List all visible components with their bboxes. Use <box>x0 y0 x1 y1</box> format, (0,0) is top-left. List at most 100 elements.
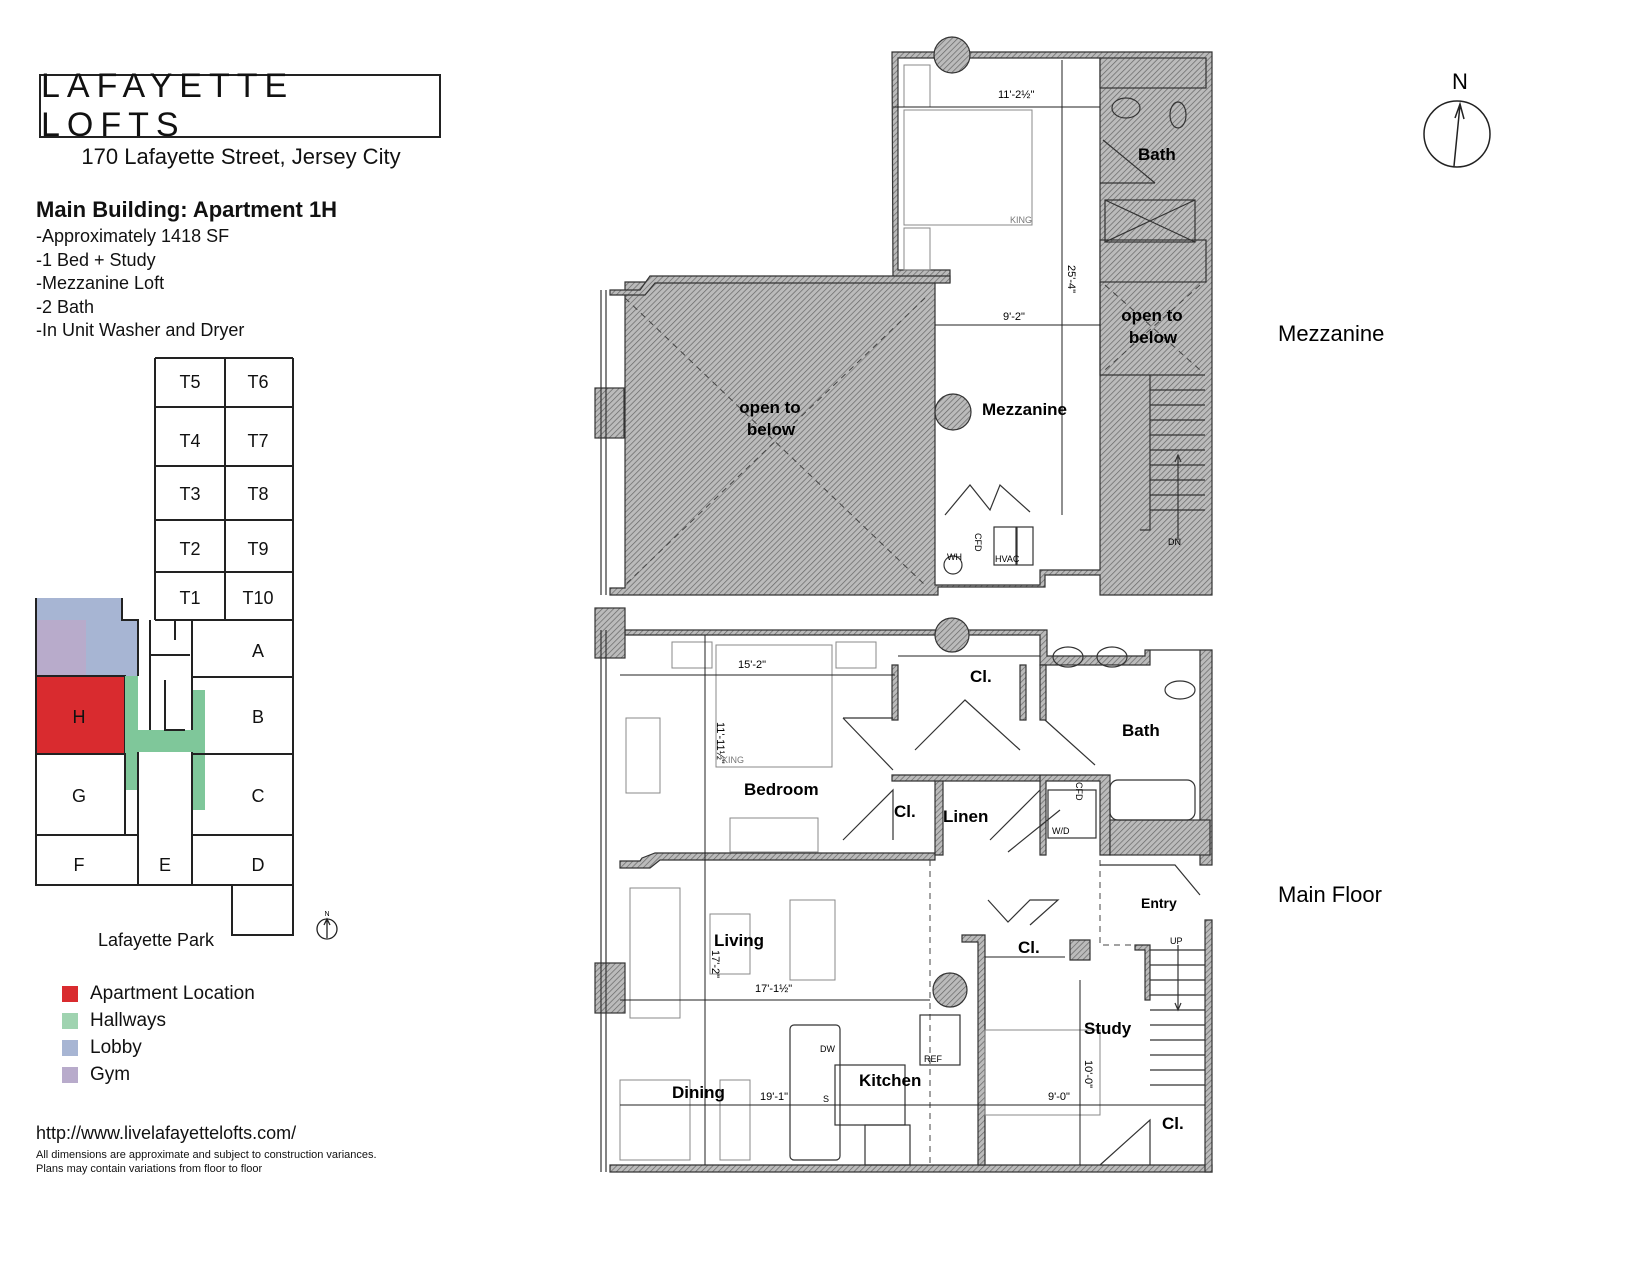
legend-swatch-gym <box>62 1066 78 1083</box>
fixture-label: WH <box>947 552 962 562</box>
room-label-living: Living <box>714 931 764 950</box>
room-label-closet: Cl. <box>1018 938 1040 957</box>
room-label-bath: Bath <box>1138 145 1176 164</box>
room-label-dining: Dining <box>672 1083 725 1102</box>
room-label-open: below <box>747 420 796 439</box>
gym-area <box>36 620 86 676</box>
feature-item: -Mezzanine Loft <box>36 273 165 293</box>
floor-label-main: Main Floor <box>1278 882 1382 907</box>
room-label-linen: Linen <box>943 807 988 826</box>
legend-label: Lobby <box>90 1036 142 1058</box>
unit-label: D <box>252 855 265 875</box>
unit-label: F <box>74 855 85 875</box>
main-floor-plan: 15'-2" 11'-11½" 17'-1½" 17'-2" 19'-1" 9'… <box>594 607 1213 1173</box>
feature-list: -Approximately 1418 SF -1 Bed + Study -M… <box>36 225 244 343</box>
fixture-label: S <box>823 1094 829 1104</box>
building-address: 170 Lafayette Street, Jersey City <box>81 144 401 169</box>
svg-text:N: N <box>1452 69 1468 94</box>
site-map: T5 T6 T4 T7 T3 T8 T2 T9 T1 T10 A B C D E… <box>35 357 338 950</box>
fixture-label: REF <box>924 1054 943 1064</box>
king-bed <box>715 644 833 768</box>
unit-label: A <box>252 641 264 661</box>
feature-item: -In Unit Washer and Dryer <box>36 320 245 340</box>
dimension-label: 15'-2" <box>738 659 766 671</box>
room-label-open: below <box>1129 328 1178 347</box>
tower-label: T1 <box>179 588 200 608</box>
unit-label: H <box>73 707 86 727</box>
room-label-bath: Bath <box>1122 721 1160 740</box>
legend: Apartment Location Hallways Lobby Gym <box>62 980 255 1088</box>
room-label-open: open to <box>1121 306 1182 325</box>
legend-label: Gym <box>90 1063 131 1085</box>
tower-label: T4 <box>179 431 200 451</box>
fixture-label: KING <box>722 755 744 765</box>
shower <box>1104 199 1196 243</box>
room-label-open: open to <box>739 398 800 417</box>
dimension-label: 9'-0" <box>1048 1091 1070 1103</box>
fixture-label: CFD <box>973 533 983 552</box>
tower-outline <box>154 357 294 620</box>
desk <box>984 1029 1101 1116</box>
dimension-label: 17'-2" <box>709 950 721 978</box>
north-compass-icon: N <box>1423 69 1491 168</box>
brand-title-box: LAFAYETTE LOFTS <box>39 67 441 144</box>
tower-label: T7 <box>247 431 268 451</box>
floor-label-mezzanine: Mezzanine <box>1278 321 1384 346</box>
room-label-study: Study <box>1084 1019 1132 1038</box>
unit-label: G <box>72 786 86 806</box>
room-label-mezzanine: Mezzanine <box>982 400 1067 419</box>
feature-item: -Approximately 1418 SF <box>36 226 230 246</box>
svg-text:N: N <box>324 911 329 918</box>
fixture-label: KING <box>1010 215 1032 225</box>
room-label-bedroom: Bedroom <box>744 780 819 799</box>
dimension-label: 11'-11½" <box>714 722 726 764</box>
tower-label: T5 <box>179 372 200 392</box>
room-label-closet: Cl. <box>1162 1114 1184 1133</box>
tower-label: T10 <box>242 588 273 608</box>
brand-title: LAFAYETTE LOFTS <box>41 67 295 144</box>
dimension-label: 17'-1½" <box>755 983 792 995</box>
legend-swatch-lobby <box>62 1039 78 1056</box>
legend-item: Gym <box>62 1061 255 1088</box>
legend-label: Hallways <box>90 1009 167 1031</box>
legend-label: Apartment Location <box>90 982 255 1004</box>
disclaimer: All dimensions are approximate and subje… <box>36 1148 377 1176</box>
fixture-label: CFD <box>1074 782 1084 801</box>
dimension-label: 9'-2" <box>1003 311 1025 323</box>
sofa <box>629 887 681 1019</box>
legend-swatch-apartment <box>62 985 78 1002</box>
fixture-label: DW <box>820 1044 835 1054</box>
dimension-label: 25'-4" <box>1065 265 1077 293</box>
room-label-kitchen: Kitchen <box>859 1071 921 1090</box>
park-label: Lafayette Park <box>98 930 215 950</box>
feature-item: -2 Bath <box>36 296 95 317</box>
sink <box>1111 97 1141 119</box>
disclaimer-line: All dimensions are approximate and subje… <box>36 1149 377 1161</box>
dimension-label: 10'-0" <box>1082 1060 1094 1088</box>
website-link[interactable]: http://www.livelafayettelofts.com/ <box>36 1123 297 1143</box>
bathtub <box>1109 779 1196 821</box>
apartment-heading: Main Building: Apartment 1H <box>36 197 338 222</box>
room-label-closet: Cl. <box>894 802 916 821</box>
tower-label: T8 <box>247 484 268 504</box>
unit-label: C <box>252 786 265 806</box>
legend-item: Lobby <box>62 1034 255 1061</box>
stairs-label: DN <box>1168 537 1181 547</box>
dimension-label: 11'-2½" <box>998 89 1034 101</box>
fixture-label: HVAC <box>995 554 1020 564</box>
room-label-closet: Cl. <box>970 667 992 686</box>
feature-item: -1 Bed + Study <box>36 249 156 270</box>
legend-item: Hallways <box>62 1007 255 1034</box>
tower-label: T6 <box>247 372 268 392</box>
fixture-label: W/D <box>1052 826 1070 836</box>
legend-item: Apartment Location <box>62 980 255 1007</box>
disclaimer-line: Plans may contain variations from floor … <box>36 1163 263 1175</box>
tower-label: T9 <box>247 539 268 559</box>
stairs-label: UP <box>1170 936 1183 946</box>
small-compass-icon: N <box>316 911 338 940</box>
toilet <box>1169 101 1187 129</box>
lobby-area <box>36 598 122 620</box>
hallway-area <box>125 676 205 810</box>
dimension-label: 19'-1" <box>760 1091 788 1103</box>
room-label-entry: Entry <box>1141 895 1177 911</box>
